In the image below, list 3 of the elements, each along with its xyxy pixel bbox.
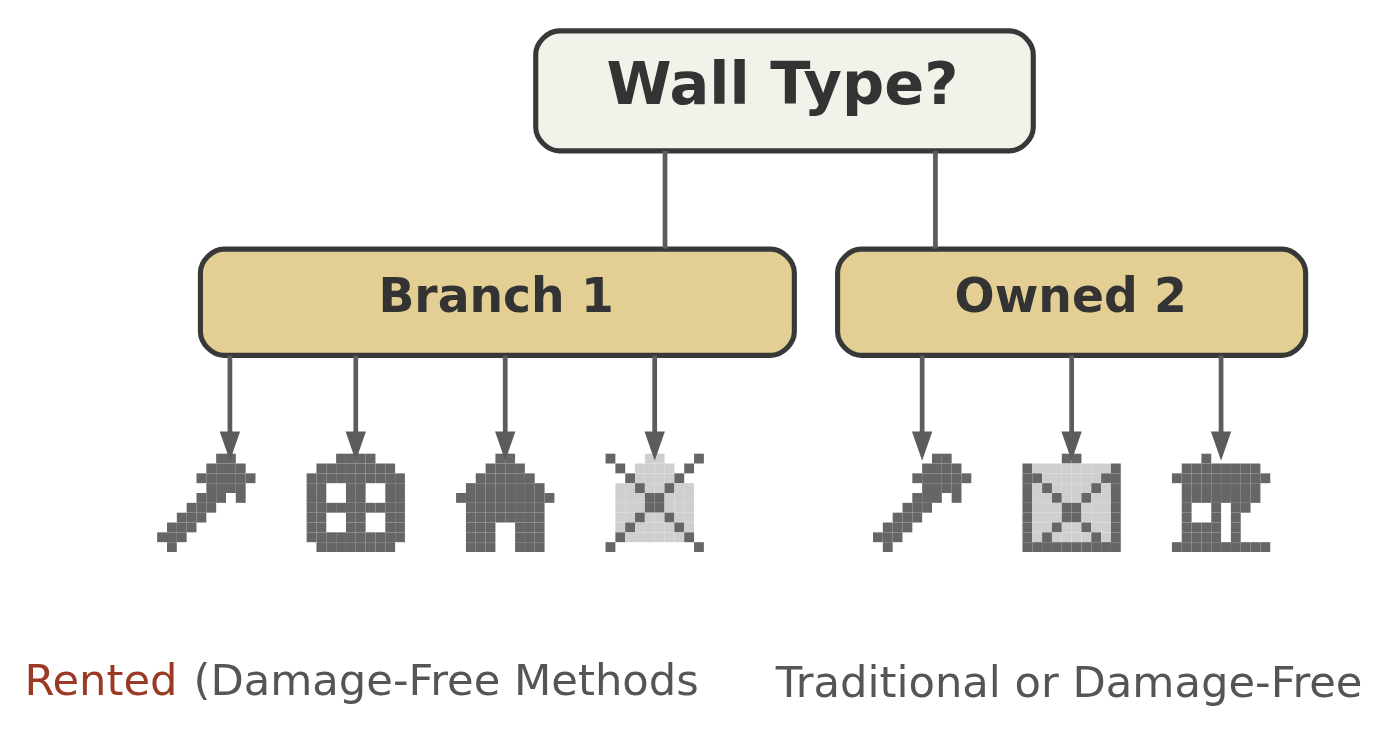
label: Rented — [24, 654, 178, 705]
label: (Damage-Free Methods — [193, 654, 699, 705]
label: Traditional or Damage-Free — [775, 656, 1363, 707]
